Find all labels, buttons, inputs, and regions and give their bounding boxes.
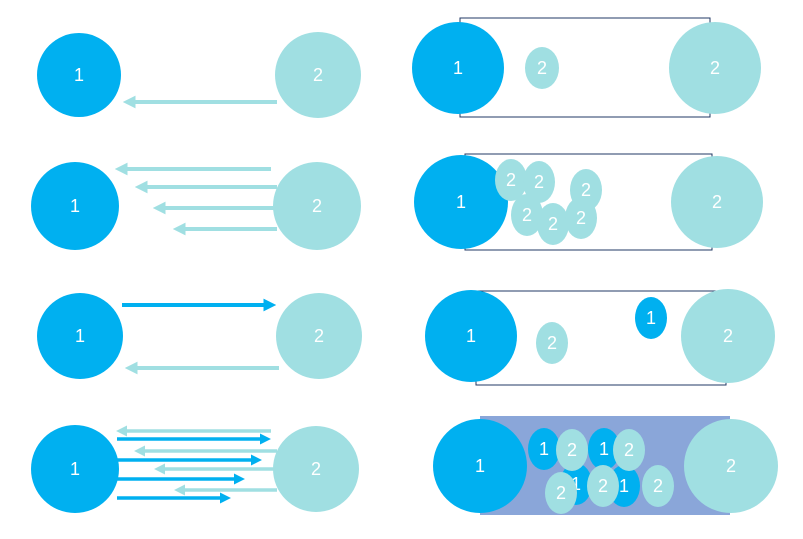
circle-2-label: 2	[313, 65, 323, 85]
particle-2-label: 2	[548, 214, 558, 234]
particle-2-label: 2	[522, 205, 532, 225]
particle-1	[528, 428, 560, 470]
circle-1	[31, 162, 119, 250]
left-row-4: 1 2	[31, 425, 359, 513]
particle-2	[587, 465, 619, 507]
left-row-3: 1 2	[37, 293, 362, 379]
circle-1-label: 1	[456, 192, 466, 212]
circle-1	[37, 293, 123, 379]
right-row-1: 1 2 2	[412, 17, 761, 118]
particle-2-label: 2	[581, 180, 591, 200]
circle-2	[273, 426, 359, 512]
circle-1	[425, 290, 517, 382]
circle-2	[669, 22, 761, 114]
particle-2	[495, 159, 527, 201]
particle-2	[525, 47, 559, 89]
circle-2-label: 2	[712, 192, 722, 212]
circle-1	[37, 33, 121, 117]
circle-2	[684, 419, 778, 513]
circle-2-label: 2	[311, 459, 321, 479]
circle-1	[433, 419, 527, 513]
particle-2	[545, 472, 577, 514]
circle-2-label: 2	[710, 58, 720, 78]
particle-1-label: 1	[619, 476, 629, 496]
right-row-3: 1 2 1 2	[425, 289, 775, 386]
particle-2-label: 2	[598, 476, 608, 496]
particle-2-label: 2	[506, 170, 516, 190]
circle-1-label: 1	[75, 326, 85, 346]
particle-2	[536, 322, 568, 364]
circle-1-label: 1	[70, 196, 80, 216]
particle-1-label: 1	[599, 439, 609, 459]
particle-2	[642, 465, 674, 507]
particle-1	[588, 428, 620, 470]
particle-2-label: 2	[576, 208, 586, 228]
particle-1-label: 1	[646, 308, 656, 328]
right-row-4: 1 2 1 1 1 1 2 2 2 2 2	[433, 416, 778, 515]
particle-2	[613, 429, 645, 471]
left-row-2: 1 2	[31, 162, 361, 250]
circle-2-label: 2	[312, 196, 322, 216]
circle-1-label: 1	[475, 456, 485, 476]
particle-2	[523, 161, 555, 203]
particle-1	[635, 297, 667, 339]
circle-2	[681, 289, 775, 383]
circle-1	[31, 425, 119, 513]
particle-2-label: 2	[534, 172, 544, 192]
particle-1-label: 1	[539, 439, 549, 459]
particle-2-label: 2	[547, 333, 557, 353]
left-row-1: 1 2	[37, 32, 361, 118]
circle-2	[671, 156, 763, 248]
particle-2	[537, 203, 569, 245]
circle-1-label: 1	[466, 326, 476, 346]
circle-1-label: 1	[74, 65, 84, 85]
circle-1	[414, 155, 508, 249]
particle-2-label: 2	[624, 440, 634, 460]
particle-2	[556, 429, 588, 471]
circle-2	[276, 293, 362, 379]
circle-2-label: 2	[723, 326, 733, 346]
particle-2	[511, 194, 543, 236]
circle-2-label: 2	[726, 456, 736, 476]
particle-2-label: 2	[556, 483, 566, 503]
particle-1-label: 1	[571, 474, 581, 494]
particle-2-label: 2	[567, 440, 577, 460]
circle-2	[273, 162, 361, 250]
particle-2-label: 2	[653, 476, 663, 496]
particle-2	[565, 197, 597, 239]
circle-1	[412, 22, 504, 114]
circle-1-label: 1	[70, 459, 80, 479]
circle-2-label: 2	[314, 326, 324, 346]
circle-2	[275, 32, 361, 118]
right-row-2: 1 2 2 2 2 2 2 2	[414, 153, 763, 251]
circle-1-label: 1	[453, 58, 463, 78]
particle-2-label: 2	[537, 58, 547, 78]
